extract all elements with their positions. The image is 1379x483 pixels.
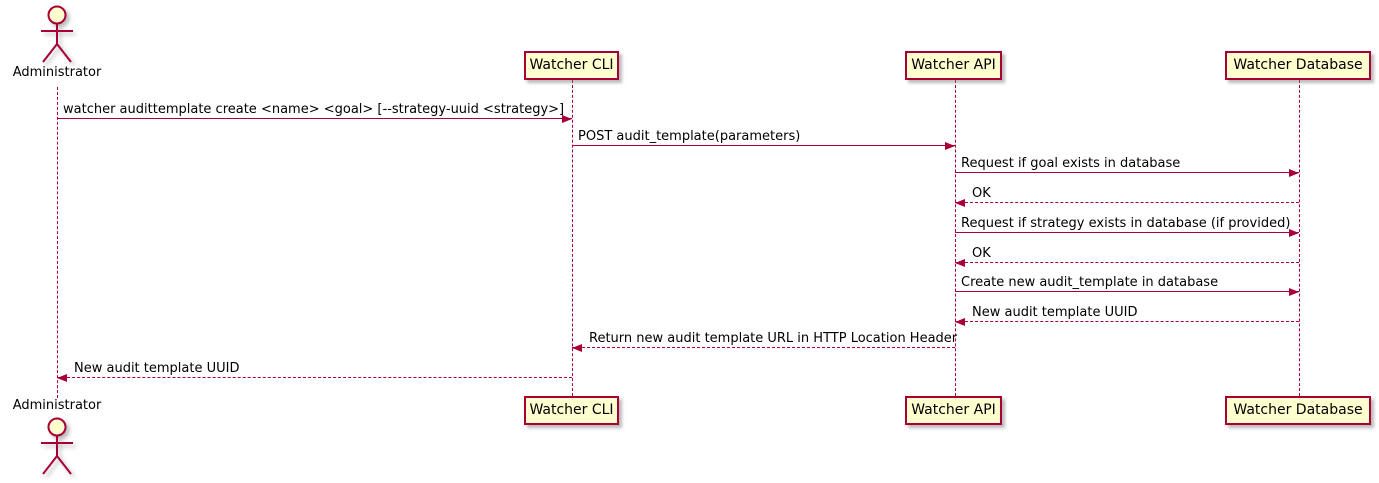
message-5-label: Request if strategy exists in database (… (961, 216, 1291, 231)
lifeline-watcher-database (1299, 80, 1300, 396)
message-8-line (955, 321, 1299, 322)
actor-label: Administrator (12, 398, 102, 413)
arrowhead-icon (572, 344, 582, 352)
participant-watcher-cli-bottom: Watcher CLI (524, 396, 619, 425)
message-3-line (955, 172, 1299, 173)
actor-icon (41, 417, 73, 475)
message-8: New audit template UUID (955, 303, 1299, 326)
message-1: watcher audittemplate create <name> <goa… (57, 100, 572, 123)
participant-watcher-api-top: Watcher API (905, 51, 1002, 80)
arrowhead-icon (1289, 288, 1299, 296)
message-1-line (57, 118, 572, 119)
participant-administrator-top: Administrator (9, 3, 105, 81)
lifeline-watcher-cli (572, 80, 573, 396)
participant-watcher-database-top: Watcher Database (1225, 51, 1371, 80)
message-2-line (572, 145, 955, 146)
message-3-label: Request if goal exists in database (961, 156, 1181, 171)
message-10: New audit template UUID (57, 359, 572, 382)
participant-watcher-database-bottom: Watcher Database (1225, 396, 1371, 425)
message-9-line (572, 347, 955, 348)
arrowhead-icon (1289, 229, 1299, 237)
message-9: Return new audit template URL in HTTP Lo… (572, 329, 958, 352)
actor-icon (41, 5, 73, 63)
message-9-label: Return new audit template URL in HTTP Lo… (589, 331, 958, 346)
message-6-label: OK (972, 246, 991, 261)
message-10-label: New audit template UUID (74, 361, 240, 376)
actor-label: Administrator (12, 65, 102, 80)
participant-watcher-cli-top: Watcher CLI (524, 51, 619, 80)
arrowhead-icon (955, 199, 965, 207)
message-2: POST audit_template(parameters) (572, 127, 955, 150)
message-4-label: OK (972, 186, 991, 201)
message-5-line (955, 232, 1299, 233)
arrowhead-icon (955, 318, 965, 326)
arrowhead-icon (562, 115, 572, 123)
participant-administrator-bottom: Administrator (9, 398, 105, 478)
arrowhead-icon (57, 374, 67, 382)
message-4: OK (955, 184, 1299, 207)
message-3: Request if goal exists in database (955, 154, 1299, 177)
message-4-line (955, 202, 1299, 203)
message-6-line (955, 262, 1299, 263)
message-1-label: watcher audittemplate create <name> <goa… (63, 102, 565, 117)
message-7-label: Create new audit_template in database (961, 275, 1219, 290)
arrowhead-icon (945, 142, 955, 150)
message-10-line (57, 377, 572, 378)
lifeline-watcher-api (955, 80, 956, 396)
message-7-line (955, 291, 1299, 292)
message-7: Create new audit_template in database (955, 273, 1299, 296)
message-2-label: POST audit_template(parameters) (578, 129, 801, 144)
lifeline-administrator (57, 87, 58, 398)
message-8-label: New audit template UUID (972, 305, 1138, 320)
arrowhead-icon (955, 259, 965, 267)
arrowhead-icon (1289, 169, 1299, 177)
message-6: OK (955, 244, 1299, 267)
participant-watcher-api-bottom: Watcher API (905, 396, 1002, 425)
message-5: Request if strategy exists in database (… (955, 214, 1299, 237)
